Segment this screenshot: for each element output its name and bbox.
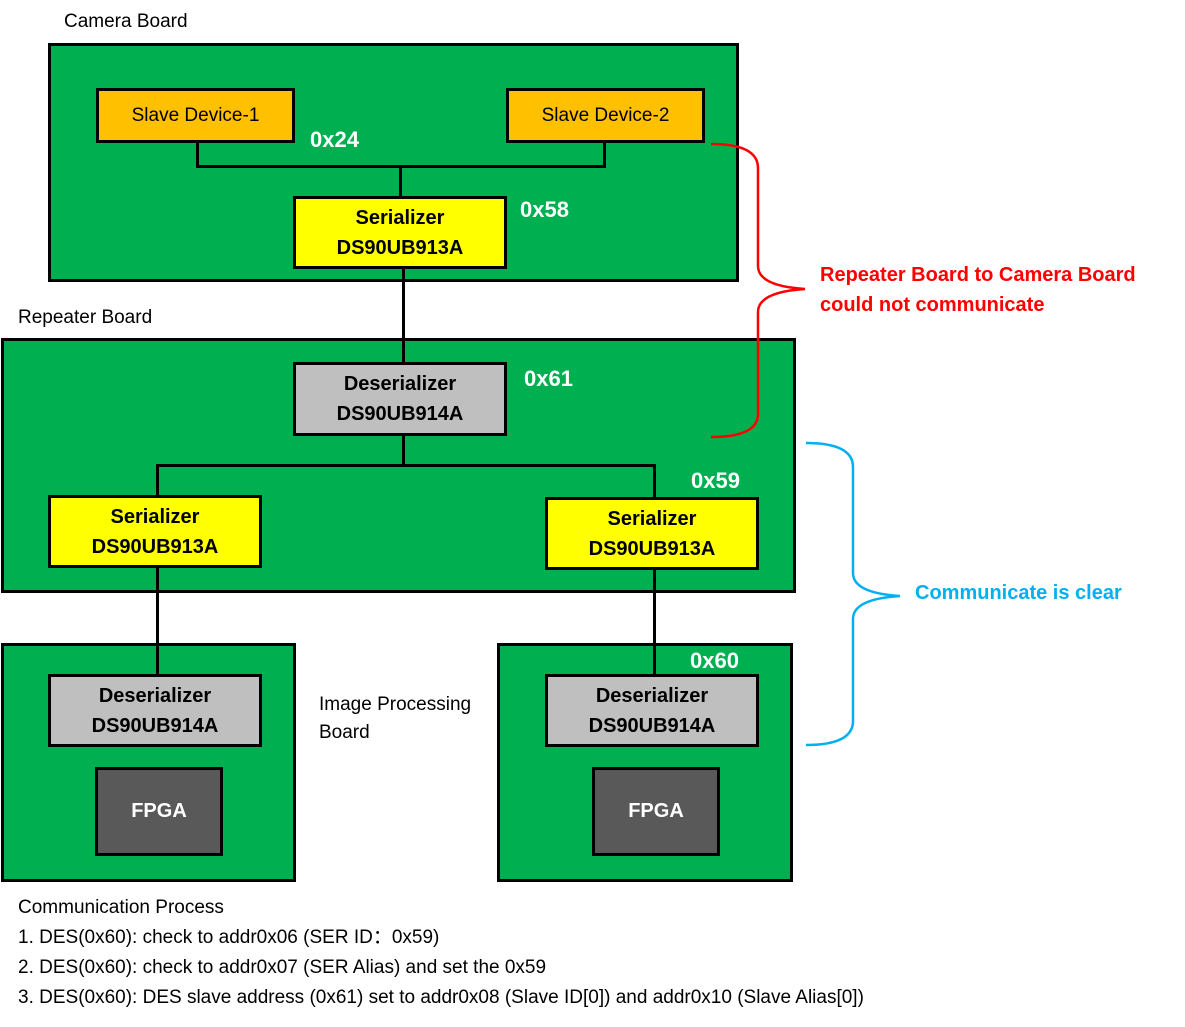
- error-note-line1: Repeater Board to Camera Board: [820, 264, 1136, 286]
- repeater-serializer-left-part: DS90UB913A: [91, 535, 219, 558]
- repeater-board-label: Repeater Board: [18, 307, 153, 328]
- fpga-left: FPGA: [95, 767, 223, 856]
- repeater-serializer-right: Serializer DS90UB913A: [545, 497, 759, 570]
- fpga-left-label: FPGA: [131, 800, 187, 822]
- communication-process: Communication Process 1. DES(0x60): chec…: [18, 893, 864, 1013]
- process-step-2: 2. DES(0x60): check to addr0x07 (SER Ali…: [18, 957, 547, 978]
- repeater-serializer-left: Serializer DS90UB913A: [48, 495, 262, 568]
- image-deserializer-right-address: 0x60: [690, 648, 739, 673]
- wire-split-right: [653, 464, 656, 499]
- fpga-right-label: FPGA: [628, 800, 684, 822]
- slave-device-2: Slave Device-2: [506, 88, 705, 143]
- image-deserializer-left: Deserializer DS90UB914A: [48, 674, 262, 747]
- link-into-image-board-right: [653, 643, 656, 676]
- image-board-label-line2: Board: [319, 722, 370, 743]
- link-camera-to-repeater: [402, 269, 405, 364]
- fpga-right: FPGA: [592, 767, 720, 856]
- camera-serializer-address: 0x58: [520, 197, 569, 222]
- slave-device-1-label: Slave Device-1: [131, 104, 260, 126]
- slave-device-2-label: Slave Device-2: [541, 104, 670, 126]
- slave-address: 0x24: [310, 127, 359, 152]
- camera-serializer-title: Serializer: [355, 206, 445, 229]
- camera-serializer-part: DS90UB913A: [336, 236, 464, 259]
- process-step-3: 3. DES(0x60): DES slave address (0x61) s…: [18, 987, 864, 1008]
- process-title: Communication Process: [18, 897, 224, 918]
- wire-slave1-down: [196, 141, 199, 168]
- error-note-line2: could not communicate: [820, 294, 1045, 316]
- camera-board: [48, 43, 739, 282]
- image-deserializer-left-title: Deserializer: [98, 684, 212, 707]
- blue-brace: [805, 441, 901, 747]
- link-right-to-image-board: [653, 570, 656, 676]
- repeater-serializer-left-title: Serializer: [110, 505, 200, 528]
- repeater-deserializer: Deserializer DS90UB914A: [293, 362, 507, 436]
- repeater-deserializer-address: 0x61: [524, 366, 573, 391]
- link-into-repeater: [402, 338, 405, 364]
- image-deserializer-left-part: DS90UB914A: [91, 714, 219, 737]
- repeater-serializer-right-title: Serializer: [607, 507, 697, 530]
- image-deserializer-right: Deserializer DS90UB914A: [545, 674, 759, 747]
- ok-note: Communicate is clear: [915, 582, 1122, 604]
- image-deserializer-right-title: Deserializer: [595, 684, 709, 707]
- wire-des-down: [402, 434, 405, 467]
- repeater-serializer-right-address: 0x59: [691, 468, 740, 493]
- repeater-deserializer-title: Deserializer: [343, 373, 457, 395]
- link-into-image-board-left: [156, 643, 159, 676]
- wire-bus-to-serializer: [399, 165, 402, 198]
- camera-serializer: Serializer DS90UB913A: [293, 196, 507, 269]
- wire-repeater-split: [156, 464, 656, 467]
- process-step-1: 1. DES(0x60): check to addr0x06 (SER ID：…: [18, 927, 440, 948]
- camera-board-label: Camera Board: [64, 11, 188, 32]
- link-left-to-image-board: [156, 568, 159, 676]
- wire-split-left: [156, 464, 159, 497]
- slave-device-1: Slave Device-1: [96, 88, 295, 143]
- repeater-serializer-right-part: DS90UB913A: [588, 537, 716, 560]
- wire-slave2-down: [603, 141, 606, 168]
- image-deserializer-right-part: DS90UB914A: [588, 714, 716, 737]
- repeater-deserializer-part: DS90UB914A: [336, 403, 464, 425]
- error-note: Repeater Board to Camera Board could not…: [820, 260, 1136, 320]
- image-board-label-line1: Image Processing: [319, 694, 472, 715]
- red-brace: [710, 142, 806, 439]
